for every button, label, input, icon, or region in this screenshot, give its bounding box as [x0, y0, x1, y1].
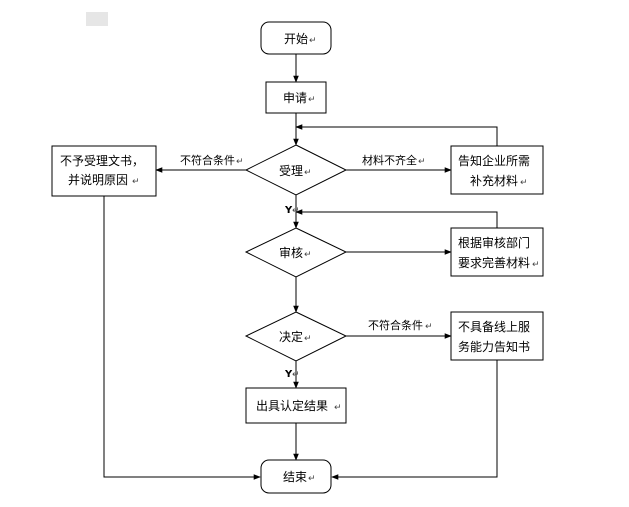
node-notify-shape [450, 145, 544, 195]
paragraph-mark: ↵ [532, 260, 540, 270]
edge-reject-to-end [103, 196, 261, 480]
edge-label-not-compliant-right: 不符合条件 [368, 318, 423, 332]
edge-notify-loop-back [295, 124, 498, 152]
paragraph-mark: ↵ [418, 157, 426, 167]
edge-label-yes-decide: Y [284, 369, 293, 380]
node-improve-label-line2: 要求完善材料 [458, 255, 530, 270]
edges [103, 54, 498, 480]
node-end-label: 结束 [283, 470, 307, 484]
paragraph-mark: ↵ [236, 157, 244, 167]
node-improve-shape [450, 227, 544, 277]
edge-improve-loop-back [295, 209, 498, 232]
node-review-label: 审核 [279, 245, 303, 260]
nodes [51, 21, 544, 494]
node-accept-shape [244, 144, 348, 196]
node-start-shape [260, 21, 332, 55]
edge-label-yes-accept: Y [284, 205, 293, 216]
paragraph-mark: ↵ [304, 250, 312, 260]
node-start-label: 开始 [284, 32, 308, 46]
node-apply-shape [265, 81, 327, 114]
node-reject-label-line2: 并说明原因 [68, 172, 128, 187]
node-incapable-label-line2: 务能力告知书 [458, 339, 530, 354]
node-review-shape [244, 227, 348, 278]
node-notify-label-line1: 告知企业所需 [458, 153, 530, 168]
node-incapable-shape [450, 311, 544, 361]
node-notify-label-line2: 补充材料 [470, 173, 518, 188]
paragraph-mark: ↵ [304, 334, 312, 344]
corner-mark [86, 12, 108, 26]
node-improve-label-line1: 根据审核部门 [458, 235, 530, 250]
node-accept-label: 受理 [279, 164, 303, 178]
node-decide-shape [244, 311, 348, 362]
node-issue-shape [245, 387, 347, 424]
paragraph-mark: ↵ [309, 36, 317, 46]
node-end-shape [260, 459, 332, 494]
node-issue-label: 出具认定结果 [256, 398, 328, 413]
node-decide-label: 决定 [279, 329, 303, 344]
paragraph-mark: ↵ [292, 206, 300, 216]
paragraph-mark: ↵ [334, 403, 342, 413]
node-reject-shape [51, 145, 157, 197]
node-incapable-label-line1: 不具备线上服 [458, 320, 530, 334]
paragraph-mark: ↵ [308, 474, 316, 484]
paragraph-mark: ↵ [292, 370, 300, 380]
edge-incapable-to-end [331, 360, 498, 480]
edge-label-materials-incomplete: 材料不齐全 [362, 153, 417, 167]
paragraph-mark: ↵ [308, 95, 316, 105]
paragraph-mark: ↵ [304, 168, 312, 178]
node-apply-label: 申请 [283, 91, 307, 105]
paragraph-mark: ↵ [425, 322, 433, 332]
paragraph-mark: ↵ [520, 178, 528, 188]
edge-label-not-compliant-left: 不符合条件 [180, 153, 235, 167]
node-reject-label-line1: 不予受理文书， [60, 153, 144, 168]
paragraph-mark: ↵ [132, 177, 140, 187]
